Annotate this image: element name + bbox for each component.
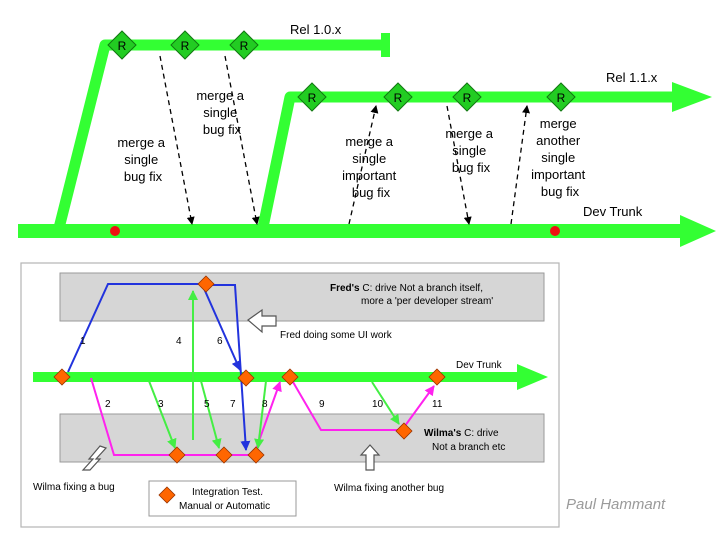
step-number: 3 <box>158 399 164 410</box>
step-number: 1 <box>80 336 86 347</box>
dev-trunk-label: Dev Trunk <box>583 204 643 219</box>
merge-annotation: merge another single important bug fix <box>531 116 589 199</box>
release-diamond: R <box>229 30 259 60</box>
update-arrow <box>371 381 400 425</box>
merge-annotation: merge a single bug fix <box>196 88 247 137</box>
trunk-red-dot <box>110 226 120 236</box>
bottom-dev-trunk-line <box>33 372 523 382</box>
rel10-branch-line <box>52 39 385 234</box>
svg-text:R: R <box>308 91 317 105</box>
merge-arrow-dashed <box>224 55 260 225</box>
rel11-label: Rel 1.1.x <box>606 70 658 85</box>
fred-ui-work-note: Fred doing some UI work <box>280 330 393 341</box>
fred-merge-to-trunk-line <box>210 284 251 451</box>
svg-text:R: R <box>394 91 403 105</box>
legend-box <box>148 480 297 517</box>
step-number: 7 <box>230 399 236 410</box>
fred-drive-panel <box>59 272 545 322</box>
release-diamond: R <box>383 82 413 112</box>
fred-drive-title: Fred's C: drive Not a branch itself, <box>330 283 483 294</box>
merge-annotation: merge a single important bug fix <box>342 134 400 200</box>
update-arrow <box>254 380 267 449</box>
step-number: 11 <box>432 399 443 410</box>
bottom-dev-trunk-arrowhead <box>517 364 548 390</box>
fred-drive-subtitle: more a 'per developer stream' <box>361 296 493 307</box>
legend-line-1: Integration Test. <box>192 487 263 498</box>
merge-arrow-dashed <box>348 105 379 225</box>
step-number: 10 <box>372 399 384 410</box>
wilma-other-bug-pointer-icon <box>359 444 381 471</box>
merge-annotation: merge a single bug fix <box>445 126 496 175</box>
svg-text:R: R <box>240 39 249 53</box>
step-number: 9 <box>319 399 325 410</box>
author-credit: Paul Hammant <box>566 496 666 513</box>
svg-text:R: R <box>557 91 566 105</box>
svg-text:R: R <box>181 39 190 53</box>
update-arrow <box>200 380 222 449</box>
wilma-fixing-bug-note: Wilma fixing a bug <box>33 482 115 493</box>
wilma-drive-subtitle: Not a branch etc <box>432 442 505 453</box>
release-diamond: R <box>297 82 327 112</box>
fred-note-pointer-icon <box>247 308 277 334</box>
bottom-dev-trunk-label: Dev Trunk <box>456 360 503 371</box>
integration-test-diamond <box>53 368 71 386</box>
legend: Integration Test. Manual or Automatic <box>148 480 297 517</box>
release-diamond: R <box>452 82 482 112</box>
rel10-branch-end-cap <box>381 33 390 57</box>
integration-test-diamond <box>197 275 215 293</box>
merge-arrow-dashed <box>510 105 531 225</box>
svg-text:R: R <box>118 39 127 53</box>
merge-arrow-dashed <box>159 55 195 225</box>
release-diamond: R <box>546 82 576 112</box>
rel10-label: Rel 1.0.x <box>290 22 342 37</box>
wilma-drive-panel <box>59 413 545 463</box>
wilma-second-stream-line <box>292 381 435 431</box>
dev-trunk-arrowhead <box>680 215 716 247</box>
wilma-bug-pointer-icon <box>81 445 108 471</box>
bottom-developer-stream-diagram: Fred's C: drive Not a branch itself, mor… <box>20 262 560 528</box>
wilma-fixing-another-bug-note: Wilma fixing another bug <box>334 483 444 494</box>
svg-text:R: R <box>463 91 472 105</box>
dev-trunk-line <box>18 224 690 238</box>
integration-test-diamond <box>168 446 186 464</box>
step-number: 8 <box>262 399 268 410</box>
integration-test-diamond <box>237 369 255 387</box>
release-diamond: R <box>107 30 137 60</box>
release-diamond: R <box>170 30 200 60</box>
step-number: 4 <box>176 336 182 347</box>
rel11-arrowhead <box>672 82 712 112</box>
merge-annotation: merge a single bug fix <box>117 135 168 184</box>
step-number: 2 <box>105 399 111 410</box>
top-branch-diagram: Rel 1.0.x Rel 1.1.x Dev Trunk R R R R <box>18 22 716 247</box>
legend-line-2: Manual or Automatic <box>179 501 270 512</box>
integration-test-diamond <box>281 368 299 386</box>
step-number: 5 <box>204 399 210 410</box>
integration-test-diamond <box>395 422 413 440</box>
integration-test-diamond <box>215 446 233 464</box>
integration-test-diamond <box>428 368 446 386</box>
legend-diamond-icon <box>158 486 176 504</box>
merge-arrow-dashed <box>446 105 472 225</box>
update-arrow <box>148 380 177 449</box>
integration-test-diamond <box>247 446 265 464</box>
fred-stream-line <box>67 283 241 373</box>
step-number: 6 <box>217 336 223 347</box>
wilma-drive-title: Wilma's C: drive <box>424 428 499 439</box>
trunk-red-dot <box>550 226 560 236</box>
